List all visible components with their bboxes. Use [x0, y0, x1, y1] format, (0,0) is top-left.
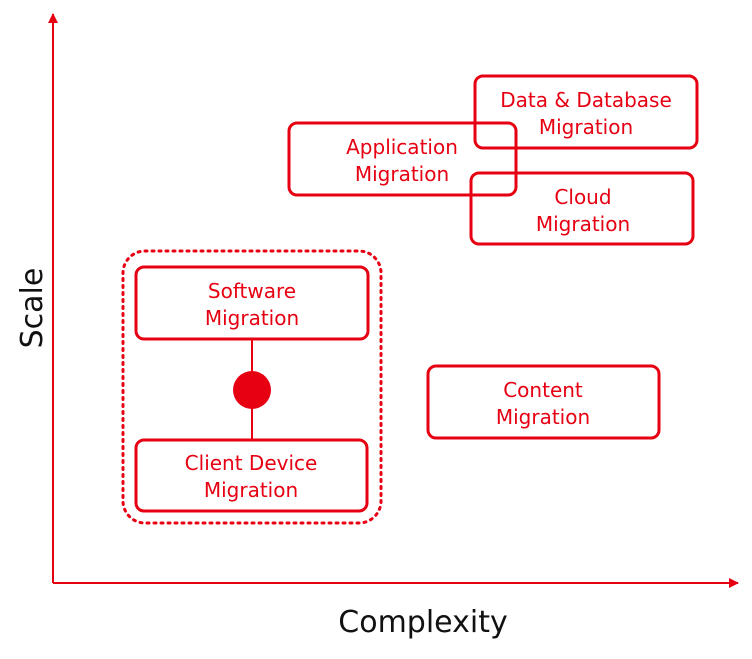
content-line1: Content: [503, 378, 583, 402]
cloud-line1: Cloud: [554, 185, 611, 209]
cloud-migration-box: Cloud Migration: [469, 171, 695, 246]
software-line1: Software: [208, 279, 296, 303]
x-axis-label: Complexity: [338, 605, 507, 640]
software-line2: Migration: [205, 306, 299, 330]
software-migration-box: Software Migration: [134, 265, 370, 341]
connector-dot: [233, 371, 271, 409]
data-database-line2: Migration: [539, 115, 633, 139]
client-device-line1: Client Device: [185, 451, 318, 475]
client-device-migration-box: Client Device Migration: [134, 438, 369, 513]
data-database-migration-box: Data & Database Migration: [473, 74, 699, 150]
group-border: [121, 249, 383, 525]
data-database-line1: Data & Database: [500, 88, 672, 112]
application-line1: Application: [346, 135, 458, 159]
application-migration-box: Application Migration: [287, 121, 518, 197]
content-migration-box: Content Migration: [426, 364, 661, 440]
cloud-line2: Migration: [536, 212, 630, 236]
y-axis-label: Scale: [15, 268, 50, 349]
client-device-line2: Migration: [204, 478, 298, 502]
application-line2: Migration: [355, 162, 449, 186]
content-line2: Migration: [496, 405, 590, 429]
